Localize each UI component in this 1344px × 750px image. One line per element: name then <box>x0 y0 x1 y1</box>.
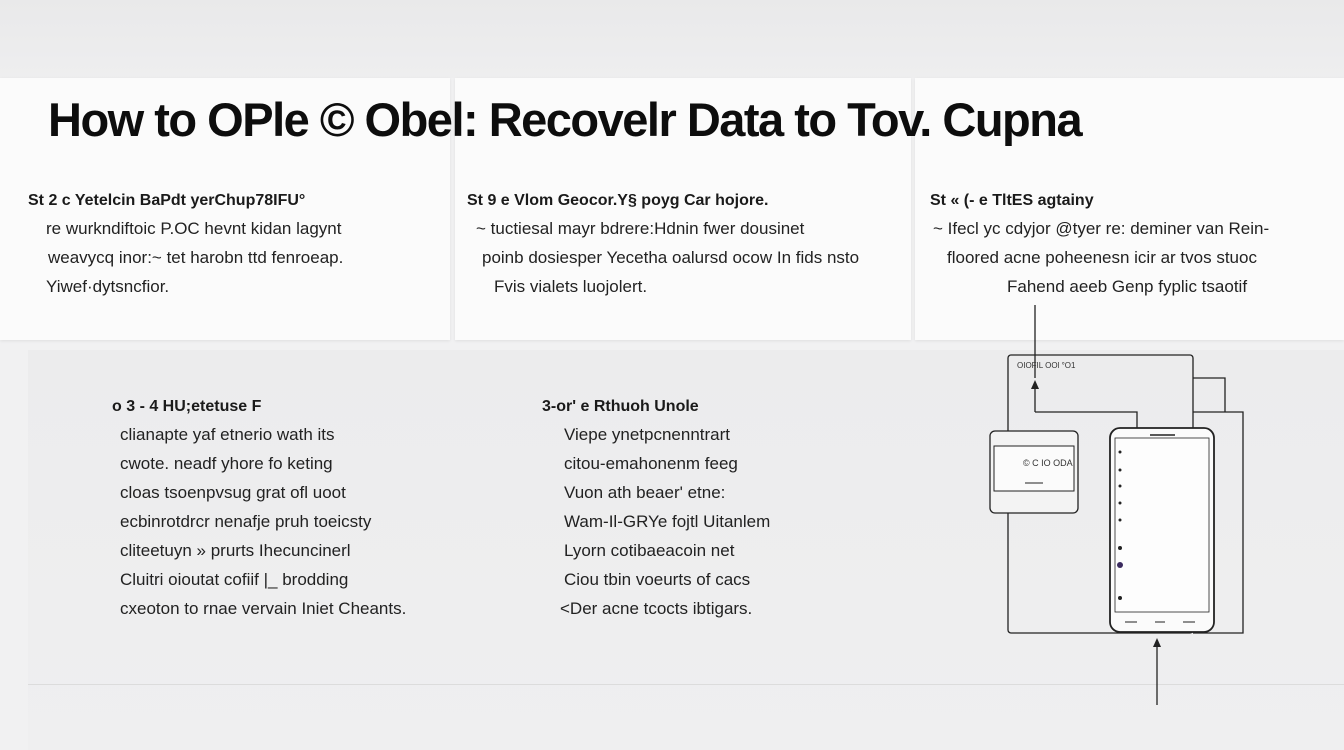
step-body: clianapte yaf etnerio wath its cwote. ne… <box>120 420 406 623</box>
step-body: ~ Ifecl yc cdyjor @tyer re: deminer van … <box>933 214 1269 301</box>
step-line: <Der acne tcocts ibtigars. <box>560 599 753 618</box>
step-heading: 3-or' e Rthuoh Unole <box>542 398 699 415</box>
step-line: cxeoton to rnae vervain Iniet Cheants. <box>120 599 407 618</box>
device-diagram: OIOFIL OOl °O1 © C IO ODA <box>985 300 1255 715</box>
step-panel-1 <box>0 78 450 340</box>
step-line: Fahend aeeb Genp fyplic tsaotif <box>1007 277 1248 296</box>
step-line: floored acne poheenesn icir ar tvos stuo… <box>947 248 1257 267</box>
step-line: Wam-Il-GRYe fojtl Uitanlem <box>564 512 771 531</box>
divider <box>28 684 1344 685</box>
step-line: ~ tuctiesal mayr bdrere:Hdnin fwer dousi… <box>476 219 805 238</box>
step-line: ~ Ifecl yc cdyjor @tyer re: deminer van … <box>933 219 1270 238</box>
step-body: ~ tuctiesal mayr bdrere:Hdnin fwer dousi… <box>476 214 859 301</box>
step-line: Vuon ath beaer' etne: <box>564 483 726 502</box>
step-panel-3 <box>915 78 1344 340</box>
step-line: Ciou tbin voeurts of cacs <box>564 570 751 589</box>
step-line: citou-emahonenm feeg <box>564 454 738 473</box>
step-line: cloas tsoenpvsug grat ofl uoot <box>120 483 346 502</box>
pc-dialog-text: © C IO ODA <box>1023 458 1073 468</box>
diagram-lines <box>989 305 1244 705</box>
step-panel-2 <box>455 78 911 340</box>
step-heading: o 3 - 4 HU;etetuse F <box>112 398 262 415</box>
step-line: Yiwef·dytsncfior. <box>46 277 170 296</box>
diagram-label: OIOFIL OOl °O1 <box>1017 361 1076 370</box>
step-body: Viepe ynetpcnenntrart citou-emahonenm fe… <box>560 420 771 623</box>
header-band <box>0 0 1344 78</box>
page-title: How to OPle © Obel: Recovelr Data to Tov… <box>48 93 1083 146</box>
step-heading: St « (- e TltES agtainy <box>930 192 1094 209</box>
step-line: Cluitri oioutat cofiif |_ brodding <box>120 570 349 589</box>
step-line: clianapte yaf etnerio wath its <box>120 425 335 444</box>
step-line: cliteetuyn » prurts Ihecuncinerl <box>120 541 351 560</box>
step-body: re wurkndiftoic P.OC hevnt kidan lagynt … <box>46 214 343 301</box>
step-line: weavycq inor:~ tet harobn ttd fenroeap. <box>48 248 344 267</box>
step-line: poinb dosiesper Yecetha oalursd ocow In … <box>482 248 860 267</box>
step-line: cwote. neadf yhore fo keting <box>120 454 333 473</box>
step-line: Fvis vialets luojolert. <box>494 277 648 296</box>
step-line: Lyorn cotibaeacoin net <box>564 541 735 560</box>
step-line: ecbinrotdrcr nenafje pruh toeicsty <box>120 512 372 531</box>
step-heading: St 2 c Yetelcin BaPdt yerChup78IFU° <box>28 192 306 209</box>
step-line: Viepe ynetpcnenntrart <box>564 425 731 444</box>
step-line: re wurkndiftoic P.OC hevnt kidan lagynt <box>46 219 342 238</box>
step-heading: St 9 e Vlom Geocor.Y§ poyg Car hojore. <box>467 192 769 209</box>
